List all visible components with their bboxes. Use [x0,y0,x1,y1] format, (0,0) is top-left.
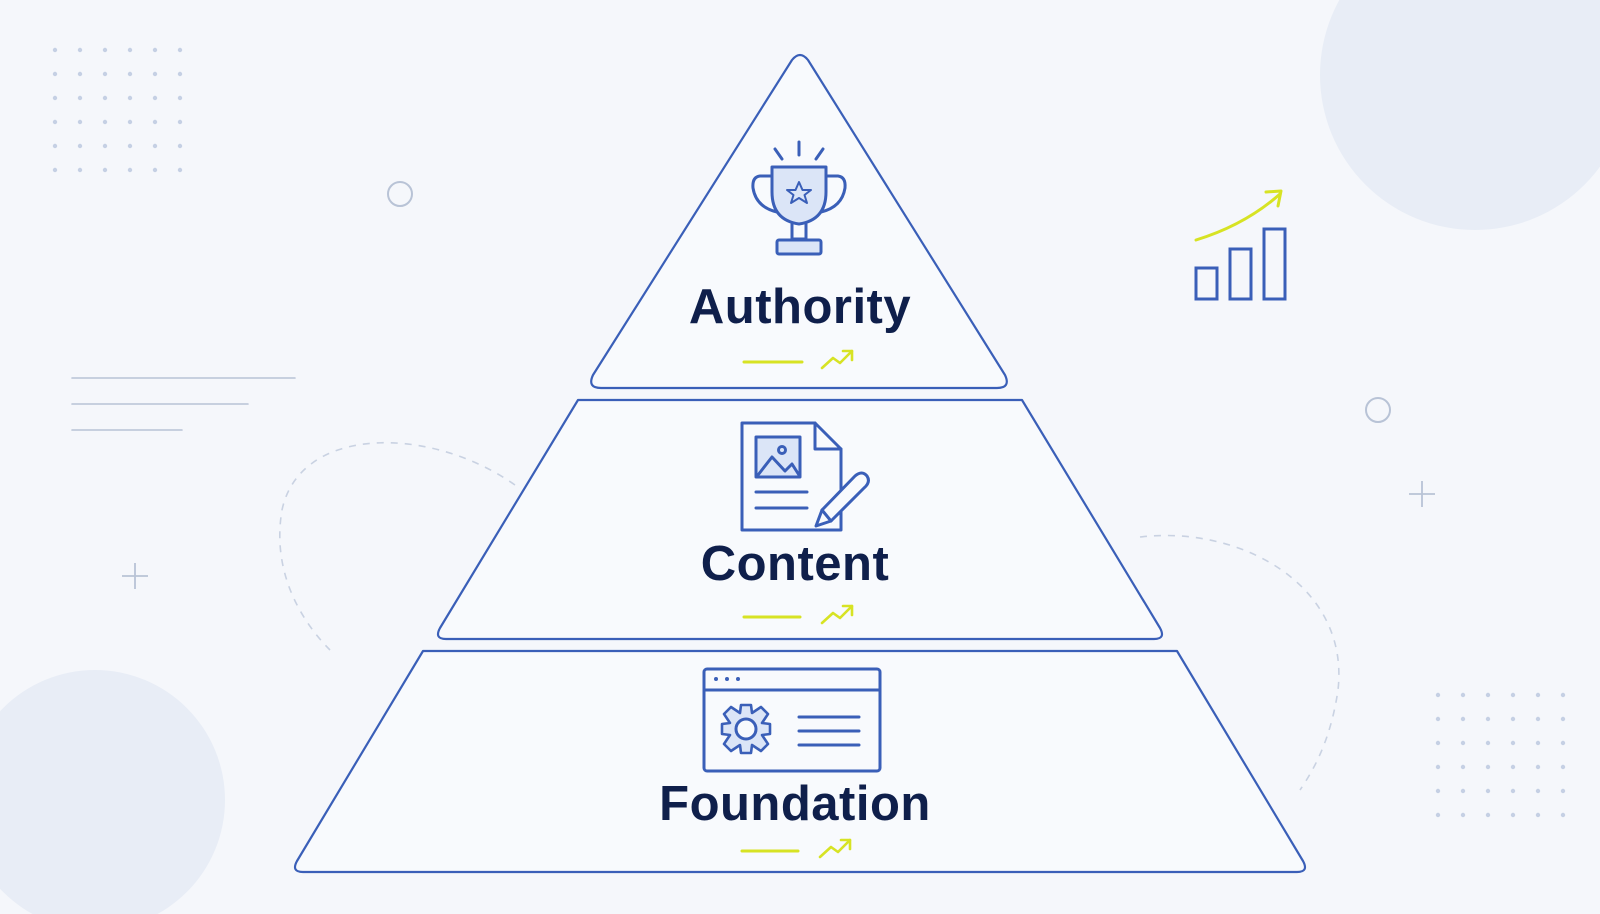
document-edit-icon [740,421,870,532]
decorative-lines [71,377,296,431]
growth-bar-chart-icon [1194,189,1287,301]
tier-label-authority: Authority [688,280,912,334]
background-blob-bottom-left [0,670,225,914]
tier-label-foundation: Foundation [659,777,931,831]
decor-ring-left [387,181,413,207]
dashed-arc-right [1139,534,1340,791]
plus-icon-left [122,563,148,589]
trend-up-arrow-icon [820,604,854,625]
tier-label-content: Content [700,537,890,591]
pyramid-tier-foundation [293,649,1307,874]
pyramid-tier-content [436,398,1164,641]
dot-grid-bottom-right [1435,692,1566,818]
trend-up-arrow-icon [818,838,852,859]
trend-up-arrow-icon [820,349,854,370]
dashed-arc-left [279,441,516,651]
browser-settings-icon [702,667,882,773]
background-blob-top-right [1320,0,1600,230]
plus-icon-right [1409,481,1435,507]
dot-grid-top-left [52,47,183,173]
decor-ring-right [1365,397,1391,423]
trophy-icon [751,140,847,256]
